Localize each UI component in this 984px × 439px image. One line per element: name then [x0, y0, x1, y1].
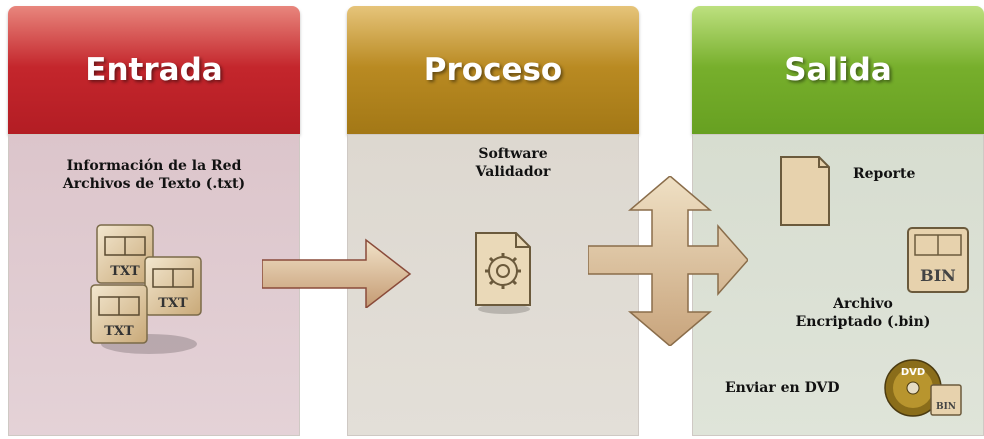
- header-proceso-title: Proceso: [423, 52, 563, 88]
- column-salida: Salida Reporte BIN Archivo Encriptado (.…: [692, 6, 984, 436]
- txt-file-a: TXT: [96, 224, 154, 284]
- txt-label-b: TXT: [158, 296, 188, 311]
- bin-file-icon: BIN: [907, 227, 969, 293]
- entrada-line2: Archivos de Texto (.txt): [62, 176, 246, 192]
- panel-salida: Reporte BIN Archivo Encriptado (.bin) En…: [692, 134, 984, 436]
- software-gear-icon: [475, 232, 531, 314]
- dvd-label: DVD: [901, 367, 925, 378]
- entrada-line1: Información de la Red: [66, 158, 242, 174]
- txt-file-c: TXT: [90, 284, 148, 344]
- arrow-entrada-to-proceso: [262, 238, 412, 308]
- txt-files-icon: TXT TXT TXT: [90, 224, 202, 354]
- txt-file-b: TXT: [144, 256, 202, 316]
- archivo-line1: Archivo: [833, 296, 893, 312]
- dvd-bin-label: BIN: [936, 402, 956, 412]
- header-salida: Salida: [692, 6, 984, 134]
- txt-label-c: TXT: [104, 324, 134, 339]
- reporte-label: Reporte: [853, 166, 916, 182]
- bin-label: BIN: [920, 266, 956, 285]
- header-salida-title: Salida: [784, 52, 892, 88]
- proceso-line2: Validador: [475, 164, 551, 180]
- report-document-icon: [780, 156, 830, 226]
- dvd-text: Enviar en DVD: [725, 380, 840, 396]
- arrow-proceso-to-salida: [588, 176, 748, 346]
- header-entrada-title: Entrada: [85, 52, 223, 88]
- column-entrada: Entrada Información de la Red Archivos d…: [8, 6, 300, 436]
- header-proceso: Proceso: [347, 6, 639, 134]
- archivo-line2: Encriptado (.bin): [795, 314, 931, 330]
- panel-entrada: Información de la Red Archivos de Texto …: [8, 134, 300, 436]
- proceso-line1: Software: [478, 146, 548, 162]
- dvd-disc-icon: DVD BIN: [884, 359, 962, 417]
- txt-label-a: TXT: [110, 264, 140, 279]
- header-entrada: Entrada: [8, 6, 300, 134]
